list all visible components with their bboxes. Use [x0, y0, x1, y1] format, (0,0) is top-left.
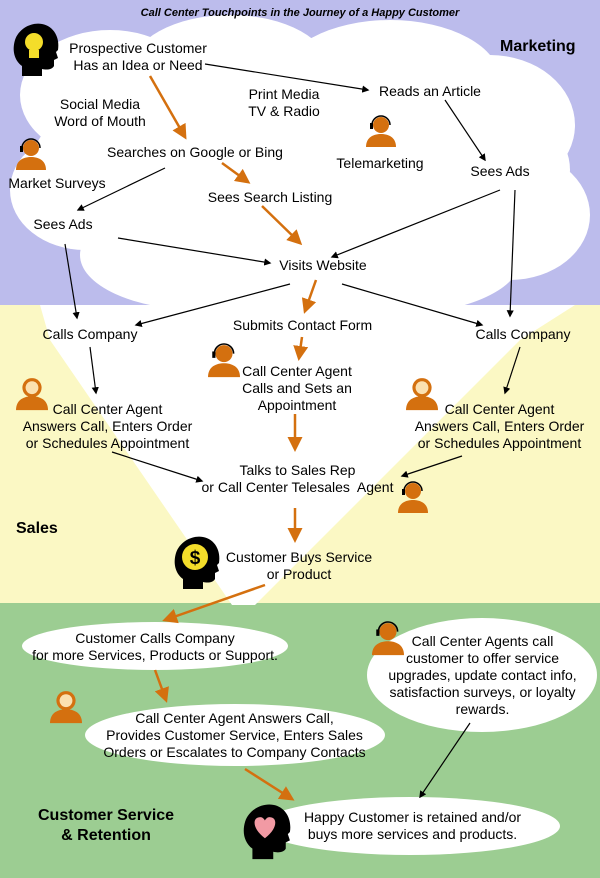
node-calls-company-left: Calls Company — [42, 326, 138, 342]
node-visits-website: Visits Website — [279, 257, 367, 273]
agent-icon — [50, 691, 82, 724]
black-arrows — [64, 63, 521, 799]
node-sees-listing: Sees Search Listing — [207, 189, 333, 205]
node-agent-answers-right: Call Center Agent Answers Call, Enters O… — [414, 401, 585, 451]
orange-arrows — [148, 75, 318, 801]
node-buys: Customer Buys Service or Product — [225, 549, 373, 582]
ellipse-agents-call — [367, 618, 597, 732]
node-agent-answers-left: Call Center Agent Answers Call, Enters O… — [22, 401, 193, 451]
node-telemarketing: Telemarketing — [336, 155, 424, 171]
node-agents-call-customer: Call Center Agents call customer to offe… — [388, 633, 577, 717]
node-searches: Searches on Google or Bing — [107, 144, 283, 160]
sales-funnel — [40, 305, 575, 605]
node-happy: Happy Customer is retained and/or buys m… — [303, 809, 522, 842]
lightbulb-head-icon — [13, 23, 59, 76]
heart-head-icon — [243, 804, 291, 860]
agent-icon — [372, 621, 404, 656]
section-marketing: Marketing — [500, 38, 576, 55]
node-sees-ads-left: Sees Ads — [33, 216, 93, 232]
node-prospect: Prospective Customer Has an Idea or Need — [69, 40, 207, 73]
ellipse-happy — [260, 797, 560, 855]
agent-icon — [398, 481, 428, 513]
ellipse-customer-calls — [22, 622, 288, 670]
ellipse-agent-answers — [85, 704, 385, 766]
section-service: Customer Service & Retention — [38, 807, 175, 844]
node-submits-form: Submits Contact Form — [232, 317, 373, 333]
dollar-head-icon: $ — [174, 536, 220, 589]
agent-icon — [16, 378, 48, 411]
node-agent-answers-service: Call Center Agent Answers Call, Provides… — [103, 710, 366, 760]
node-reads-article: Reads an Article — [379, 83, 481, 99]
marketing-cloud — [10, 15, 590, 315]
svg-text:$: $ — [190, 548, 201, 569]
node-market-surveys: Market Surveys — [8, 175, 106, 191]
agent-icon — [366, 115, 396, 147]
agent-icon — [406, 378, 438, 411]
agent-icon — [208, 343, 240, 378]
node-talks-sales: Talks to Sales Rep or Call Center Telesa… — [201, 462, 394, 495]
node-customer-calls: Customer Calls Company for more Services… — [32, 630, 278, 663]
node-sees-ads-right: Sees Ads — [470, 163, 530, 179]
node-print: Print Media TV & Radio — [248, 86, 320, 119]
node-social: Social Media Word of Mouth — [54, 96, 146, 129]
diagram-title: Call Center Touchpoints in the Journey o… — [140, 7, 460, 19]
node-calls-company-right: Calls Company — [475, 326, 571, 342]
node-agent-appointment: Call Center Agent Calls and Sets an Appo… — [242, 363, 352, 413]
agent-icon — [16, 138, 46, 170]
section-sales: Sales — [16, 520, 58, 537]
